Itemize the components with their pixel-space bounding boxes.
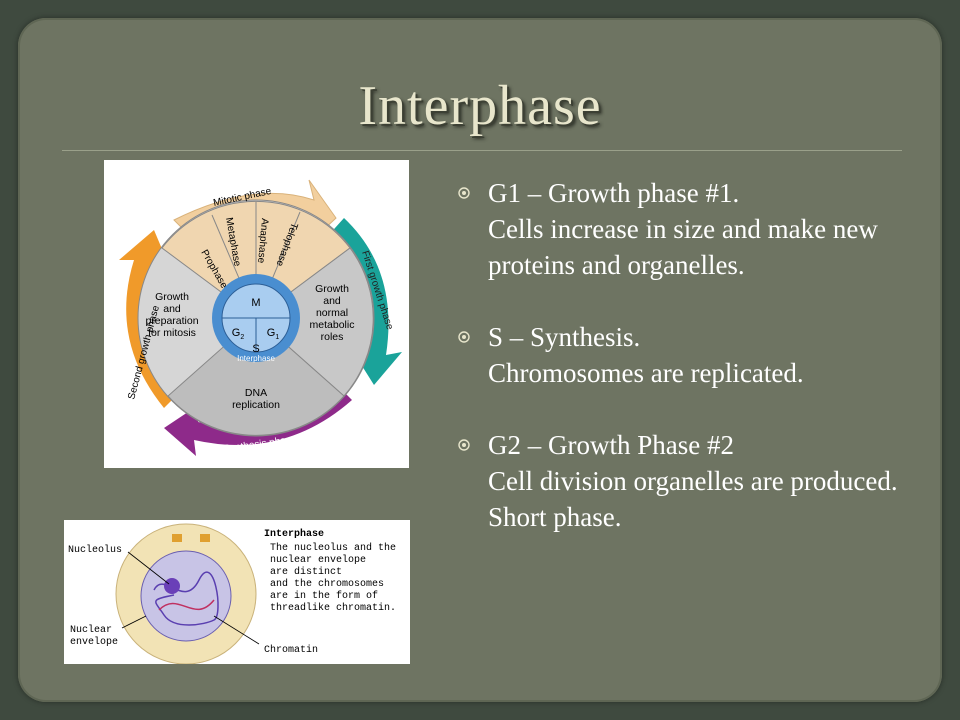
bullet-body: Cells increase in size and make new prot…: [488, 214, 878, 280]
bullet-circle-icon: [458, 187, 470, 199]
centriole-right: [200, 534, 210, 542]
caption-line: threadlike chromatin.: [270, 602, 396, 614]
caption-line: are distinct: [270, 566, 342, 578]
right-sector-text: Growth and normal metabolic roles: [310, 283, 355, 343]
left-sector-line: and: [163, 303, 181, 315]
cell-illustration: Nucleolus Nuclear envelope Chromatin Int…: [64, 520, 410, 665]
interphase-ring-label: Interphase: [237, 354, 275, 363]
nucleolus: [164, 578, 180, 594]
left-sector-text: Growth and preparation for mitosis: [145, 291, 198, 339]
core-labels: M G2 G1 S Interphase: [232, 297, 280, 363]
bottom-sector-text: DNA replication: [232, 387, 280, 411]
bullet-circle-icon: [458, 439, 470, 451]
g1-subscript: 1: [275, 334, 279, 341]
cell-cycle-svg: Prophase Metaphase Anaphase Telophase Mi…: [119, 179, 402, 456]
bullet-body: Chromosomes are replicated.: [488, 358, 804, 388]
g1-label: G1: [267, 327, 280, 341]
bullet-item: S – Synthesis. Chromosomes are replicate…: [458, 319, 938, 391]
anaphase-label: Anaphase: [255, 218, 270, 264]
chromatin-leader: [213, 615, 260, 645]
caption-line: nuclear envelope: [270, 554, 366, 566]
right-sector-line: normal: [316, 307, 348, 319]
chromatin-threads-2: [158, 599, 215, 611]
bullet-list: G1 – Growth phase #1. Cells increase in …: [458, 175, 938, 571]
s-label: S: [252, 343, 259, 355]
centriole-left: [172, 534, 182, 542]
s-sector: [167, 317, 345, 436]
bullet-heading: S – Synthesis.: [488, 322, 641, 352]
g2-label: G2: [232, 327, 245, 341]
g2-letter: G: [232, 327, 241, 339]
nucleolus-leader: [127, 551, 170, 585]
chromatin-label: Chromatin: [264, 644, 318, 656]
m-label: M: [251, 297, 260, 309]
left-sector-line: for mitosis: [148, 327, 196, 339]
right-sector-line: metabolic: [310, 319, 355, 331]
caption-line: are in the form of: [270, 590, 378, 602]
bottom-sector-line: replication: [232, 399, 280, 411]
right-sector-line: roles: [321, 331, 344, 343]
bullet-circle-icon: [458, 331, 470, 343]
cell-caption: Interphase The nucleolus and the nuclear…: [264, 528, 396, 614]
right-sector-line: Growth: [315, 283, 349, 295]
caption-line: and the chromosomes: [270, 578, 384, 590]
bullet-body: Cell division organelles are produced. S…: [488, 466, 898, 532]
bullet-item: G1 – Growth phase #1. Cells increase in …: [458, 175, 938, 283]
second-growth-arrow: [119, 230, 182, 408]
g2-subscript: 2: [240, 334, 244, 341]
bullet-heading: G2 – Growth Phase #2: [488, 430, 734, 460]
left-sector-line: Growth: [155, 291, 189, 303]
title-divider: [62, 150, 902, 151]
nucleus: [140, 550, 232, 642]
g1-sector: [255, 247, 374, 397]
bottom-sector-line: DNA: [245, 387, 267, 399]
cell-illustration-svg: Nucleolus Nuclear envelope Chromatin Int…: [68, 523, 396, 665]
g1-letter: G: [267, 327, 276, 339]
caption-line: The nucleolus and the: [270, 542, 396, 554]
nuclear-label: Nuclear: [70, 624, 112, 636]
caption-title: Interphase: [264, 528, 324, 540]
cell-labels: Nucleolus Nuclear envelope Chromatin: [68, 544, 318, 656]
slide-title: Interphase: [358, 75, 602, 137]
left-sector-line: preparation: [145, 315, 198, 327]
bullet-heading: G1 – Growth phase #1.: [488, 178, 740, 208]
bullet-item: G2 – Growth Phase #2 Cell division organ…: [458, 427, 938, 535]
cell-cycle-diagram: Prophase Metaphase Anaphase Telophase Mi…: [104, 160, 409, 468]
right-sector-line: and: [323, 295, 341, 307]
nucleolus-label: Nucleolus: [68, 544, 122, 556]
envelope-leader: [121, 615, 147, 629]
synthesis-arrow: [164, 382, 352, 456]
envelope-label: envelope: [70, 636, 118, 648]
